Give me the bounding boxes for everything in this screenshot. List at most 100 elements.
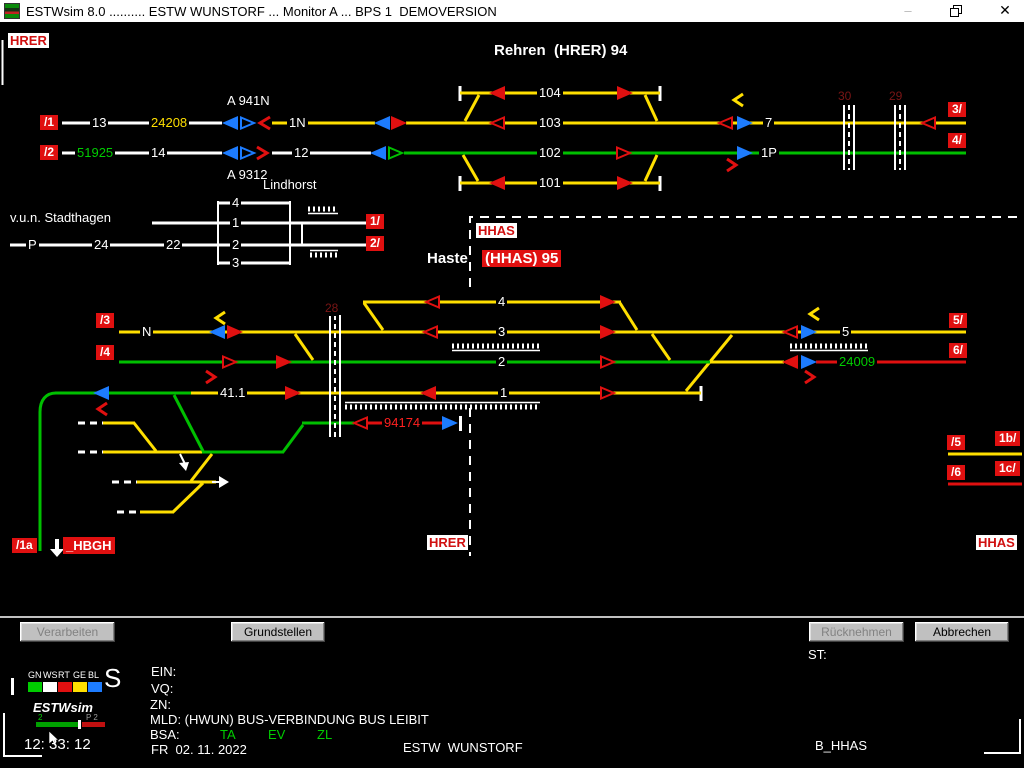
area-tag-hrer-top: HRER bbox=[8, 33, 49, 48]
track-label-24[interactable]: 24 bbox=[92, 237, 110, 252]
station-code-hhas: (HHAS) 95 bbox=[482, 250, 561, 267]
abbrechen-button[interactable]: Abbrechen bbox=[915, 622, 1009, 642]
track-label-h2[interactable]: 2 bbox=[496, 354, 507, 369]
restore-icon bbox=[950, 5, 963, 17]
track-label-p[interactable]: P bbox=[26, 237, 39, 252]
logo-progress-red bbox=[82, 722, 105, 727]
estw-name: ESTW WUNSTORF bbox=[403, 740, 523, 755]
verarbeiten-button[interactable]: Verarbeiten bbox=[20, 622, 115, 642]
track-label-12[interactable]: 12 bbox=[292, 145, 310, 160]
logo-progress-marker bbox=[78, 720, 81, 729]
minimize-button[interactable]: – bbox=[893, 0, 923, 22]
train-number-24208[interactable]: 24208 bbox=[149, 115, 189, 130]
legend-letter-gn: GN bbox=[28, 670, 43, 680]
train-number-51925[interactable]: 51925 bbox=[75, 145, 115, 160]
track-label-104[interactable]: 104 bbox=[537, 85, 563, 100]
route-button-2e[interactable]: 2/ bbox=[366, 236, 384, 251]
track-label-22[interactable]: 22 bbox=[164, 237, 182, 252]
legend-color-ws bbox=[43, 682, 57, 692]
route-button-s4[interactable]: /4 bbox=[96, 345, 114, 360]
track-label-lh3[interactable]: 3 bbox=[230, 255, 241, 270]
area-tag-hrer-bottom: HRER bbox=[427, 535, 468, 550]
track-label-n[interactable]: N bbox=[140, 324, 153, 339]
track-label-h4[interactable]: 4 bbox=[496, 294, 507, 309]
track-label-103[interactable]: 103 bbox=[537, 115, 563, 130]
track-label-1p[interactable]: 1P bbox=[759, 145, 779, 160]
legend-letter-rt: RT bbox=[58, 670, 73, 680]
track-label-1n[interactable]: 1N bbox=[287, 115, 308, 130]
st-label: ST: bbox=[808, 647, 827, 662]
s-indicator: S bbox=[104, 663, 121, 694]
station-title-rehren: Rehren (HRER) 94 bbox=[494, 43, 627, 58]
ein-row: EIN: bbox=[151, 664, 176, 679]
route-button-5e[interactable]: 5/ bbox=[949, 313, 967, 328]
route-button-s2[interactable]: /2 bbox=[40, 145, 58, 160]
zn-row: ZN: bbox=[150, 697, 171, 712]
logo-sub-left: 2 bbox=[38, 713, 42, 722]
close-button[interactable]: ✕ bbox=[990, 0, 1020, 22]
track-label-h1[interactable]: 1 bbox=[498, 385, 509, 400]
train-number-24009[interactable]: 24009 bbox=[837, 354, 877, 369]
logo-progress-green bbox=[36, 722, 81, 727]
train-window-hbgh[interactable]: _HBGH bbox=[63, 537, 115, 554]
title-bar: ESTWsim 8.0 .......... ESTW WUNSTORF ...… bbox=[0, 0, 1024, 22]
route-button-s3[interactable]: /3 bbox=[96, 313, 114, 328]
date-label: FR 02. 11. 2022 bbox=[151, 742, 247, 757]
track-label-7[interactable]: 7 bbox=[763, 115, 774, 130]
track-label-lh2[interactable]: 2 bbox=[230, 237, 241, 252]
ruecknehmen-button[interactable]: Rücknehmen bbox=[809, 622, 904, 642]
vq-row: VQ: bbox=[151, 681, 173, 696]
legend-color-ge bbox=[73, 682, 87, 692]
window-title: ESTWsim 8.0 .......... ESTW WUNSTORF ...… bbox=[26, 4, 497, 19]
signal-label-a941n: A 941N bbox=[227, 93, 270, 108]
legend-letter-bl: BL bbox=[88, 670, 103, 680]
bsa-row: BSA: bbox=[150, 727, 180, 742]
crossing-label-29[interactable]: 29 bbox=[888, 89, 903, 104]
b-hhas-label: B_HHAS bbox=[815, 738, 867, 753]
track-segment bbox=[11, 678, 14, 695]
clock: 12: 33: 12 bbox=[24, 736, 91, 753]
route-button-1c[interactable]: 1c/ bbox=[995, 461, 1020, 476]
route-button-4e[interactable]: 4/ bbox=[948, 133, 966, 148]
track-label-13[interactable]: 13 bbox=[90, 115, 108, 130]
legend-letter-ge: GE bbox=[73, 670, 88, 680]
logo-sub-right: P 2 bbox=[86, 713, 98, 722]
app-icon bbox=[4, 3, 20, 19]
crossing-label-30[interactable]: 30 bbox=[837, 89, 852, 104]
route-button-3e[interactable]: 3/ bbox=[948, 102, 966, 117]
legend-color-gn bbox=[28, 682, 42, 692]
track-label-14[interactable]: 14 bbox=[149, 145, 167, 160]
track-label-101[interactable]: 101 bbox=[537, 175, 563, 190]
area-tag-hhas-bottom: HHAS bbox=[976, 535, 1017, 550]
diagram-label-layer: HRERRehren (HRER) 94/11324208A 941N1N/25… bbox=[0, 22, 1024, 618]
track-label-5[interactable]: 5 bbox=[840, 324, 851, 339]
legend-color-rt bbox=[58, 682, 72, 692]
bsa-ta: TA bbox=[220, 727, 236, 742]
route-button-6e[interactable]: 6/ bbox=[949, 343, 967, 358]
track-label-lh1[interactable]: 1 bbox=[230, 215, 241, 230]
route-button-s1a[interactable]: /1a bbox=[12, 538, 37, 553]
route-button-1e[interactable]: 1/ bbox=[366, 214, 384, 229]
route-button-s6[interactable]: /6 bbox=[947, 465, 965, 480]
track-label-411[interactable]: 41.1 bbox=[218, 385, 247, 400]
track-label-h3[interactable]: 3 bbox=[496, 324, 507, 339]
bsa-zl: ZL bbox=[317, 727, 332, 742]
legend-color-bl bbox=[88, 682, 102, 692]
mld-row: MLD: (HWUN) BUS-VERBINDUNG BUS LEIBIT bbox=[150, 712, 429, 727]
route-button-s1[interactable]: /1 bbox=[40, 115, 58, 130]
direction-label-stadthagen: v.u.n. Stadthagen bbox=[10, 210, 111, 225]
grundstellen-button[interactable]: Grundstellen bbox=[231, 622, 325, 642]
crossing-label-28[interactable]: 28 bbox=[324, 301, 339, 316]
route-button-s5[interactable]: /5 bbox=[947, 435, 965, 450]
bsa-ev: EV bbox=[268, 727, 285, 742]
restore-button[interactable] bbox=[941, 0, 971, 22]
track-segment bbox=[984, 719, 1020, 753]
station-name-lindhorst: Lindhorst bbox=[263, 177, 316, 192]
train-number-94174[interactable]: 94174 bbox=[382, 415, 422, 430]
signal-label-a9312: A 9312 bbox=[227, 167, 268, 182]
track-label-102[interactable]: 102 bbox=[537, 145, 563, 160]
route-button-1b[interactable]: 1b/ bbox=[995, 431, 1020, 446]
track-label-lh4[interactable]: 4 bbox=[230, 195, 241, 210]
legend-letter-ws: WS bbox=[43, 670, 58, 680]
area-tag-hhas-top: HHAS bbox=[476, 223, 517, 238]
